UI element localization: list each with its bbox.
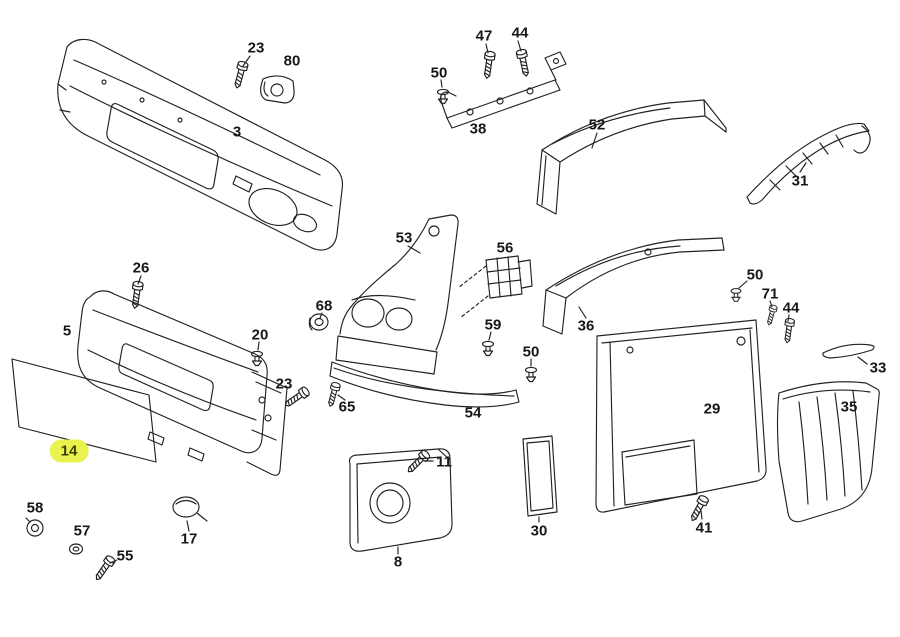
part-29-fender-box [595,319,767,513]
part-58-grommet [25,517,44,537]
part-label-3[interactable]: 3 [232,123,242,141]
part-label-52[interactable]: 52 [588,116,606,134]
part-52-fender-arch [536,99,727,215]
part-label-44[interactable]: 44 [782,299,800,317]
part-label-59[interactable]: 59 [484,316,502,334]
part-label-31[interactable]: 31 [791,172,809,190]
part-label-57[interactable]: 57 [73,522,91,540]
part-5-bumper [77,290,288,476]
part-label-80[interactable]: 80 [283,52,301,70]
part-label-23[interactable]: 23 [275,375,293,393]
part-80-bracket [260,75,295,104]
part-57-washer [68,543,84,555]
part-56-grid-bracket [457,255,533,319]
part-53-headlamp-panel [335,214,459,375]
part-label-55[interactable]: 55 [116,547,134,565]
part-label-11[interactable]: 11 [436,453,452,471]
part-label-50[interactable]: 50 [746,266,764,284]
part-label-41[interactable]: 41 [695,519,713,537]
part-54-spoiler-strip [329,361,520,408]
part-label-68[interactable]: 68 [315,297,333,315]
part-68-grommet [308,313,329,331]
part-label-38[interactable]: 38 [469,120,487,138]
part-label-14-selected[interactable]: 14 [49,439,89,463]
part-label-29[interactable]: 29 [703,400,721,418]
part-label-65[interactable]: 65 [338,398,356,416]
part-label-50[interactable]: 50 [430,64,448,82]
part-35-slatted-panel [776,381,880,523]
part-31-arch-liner [746,122,871,205]
part-label-30[interactable]: 30 [530,522,548,540]
part-label-36[interactable]: 36 [577,317,595,335]
part-label-23[interactable]: 23 [247,39,265,57]
part-label-17[interactable]: 17 [180,530,198,548]
part-33-trim-strip [822,343,875,359]
part-label-56[interactable]: 56 [496,239,514,257]
part-label-58[interactable]: 58 [26,499,44,517]
part-label-44[interactable]: 44 [511,24,529,42]
part-label-35[interactable]: 35 [840,398,858,416]
part-label-54[interactable]: 54 [464,404,482,422]
part-17-cover-cap [172,496,208,522]
part-label-50[interactable]: 50 [522,343,540,361]
part-14-mesh-grille [11,358,157,463]
part-label-47[interactable]: 47 [475,27,493,45]
part-36-fender-arch [542,237,725,335]
part-38-mounting-strip [440,51,567,129]
part-label-26[interactable]: 26 [132,259,150,277]
part-8-fog-lamp-panel [348,448,453,552]
part-label-5[interactable]: 5 [62,322,72,340]
part-30-plate [522,435,558,517]
part-label-53[interactable]: 53 [395,229,413,247]
part-label-8[interactable]: 8 [393,553,403,571]
part-label-20[interactable]: 20 [251,326,269,344]
part-label-33[interactable]: 33 [869,359,887,377]
part-3-front-bumper [57,38,344,251]
leader-lines [109,40,868,564]
part-label-71[interactable]: 71 [761,285,779,303]
